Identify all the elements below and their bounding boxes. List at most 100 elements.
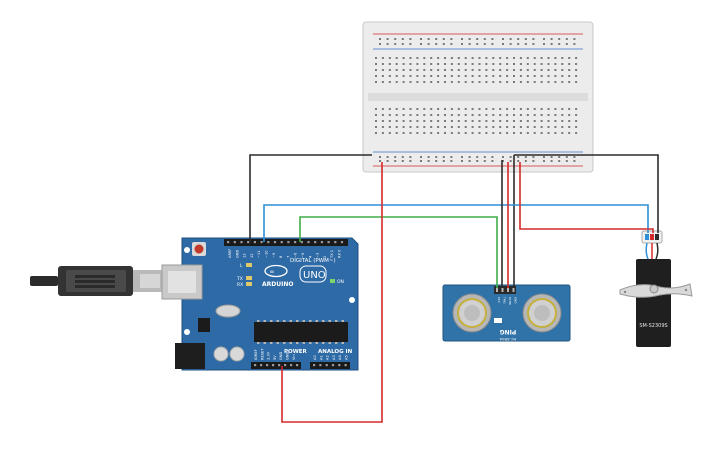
rail-hole[interactable] xyxy=(409,38,412,40)
rail-hole[interactable] xyxy=(565,43,568,45)
rail-hole[interactable] xyxy=(491,43,494,45)
rail-hole[interactable] xyxy=(524,156,527,158)
breadboard-hole[interactable] xyxy=(492,114,495,116)
breadboard-hole[interactable] xyxy=(540,126,543,128)
breadboard-hole[interactable] xyxy=(568,108,571,110)
breadboard-hole[interactable] xyxy=(437,69,440,71)
rail-hole[interactable] xyxy=(524,160,527,162)
wire-red-5v[interactable] xyxy=(281,162,383,423)
rail-hole[interactable] xyxy=(435,156,438,158)
breadboard-hole[interactable] xyxy=(430,120,433,122)
breadboard-hole[interactable] xyxy=(513,114,515,116)
sensor-pin[interactable] xyxy=(501,288,504,292)
breadboard-hole[interactable] xyxy=(568,132,571,134)
rail-hole[interactable] xyxy=(509,156,512,158)
breadboard-hole[interactable] xyxy=(416,81,419,83)
rail-hole[interactable] xyxy=(435,43,438,45)
breadboard-hole[interactable] xyxy=(395,57,398,59)
breadboard-hole[interactable] xyxy=(464,108,467,110)
breadboard-hole[interactable] xyxy=(464,81,467,83)
rail-hole[interactable] xyxy=(435,38,438,40)
rail-hole[interactable] xyxy=(409,156,412,158)
breadboard-hole[interactable] xyxy=(444,57,446,59)
header-pin[interactable] xyxy=(266,364,269,367)
breadboard-hole[interactable] xyxy=(485,63,488,65)
breadboard-hole[interactable] xyxy=(526,126,529,128)
breadboard-hole[interactable] xyxy=(375,75,377,77)
rail-hole[interactable] xyxy=(573,160,576,162)
breadboard-hole[interactable] xyxy=(526,57,529,59)
breadboard-hole[interactable] xyxy=(388,132,391,134)
breadboard-hole[interactable] xyxy=(499,132,502,134)
rail-hole[interactable] xyxy=(409,160,412,162)
breadboard-hole[interactable] xyxy=(437,81,440,83)
breadboard-hole[interactable] xyxy=(513,63,515,65)
rail-hole[interactable] xyxy=(476,160,479,162)
breadboard-hole[interactable] xyxy=(554,126,557,128)
rail-hole[interactable] xyxy=(394,160,397,162)
breadboard-hole[interactable] xyxy=(547,132,550,134)
header-pin[interactable] xyxy=(284,364,287,367)
breadboard-hole[interactable] xyxy=(492,69,495,71)
breadboard-hole[interactable] xyxy=(519,75,522,77)
breadboard-hole[interactable] xyxy=(471,132,474,134)
breadboard-hole[interactable] xyxy=(513,126,515,128)
rail-hole[interactable] xyxy=(558,38,561,40)
header-pin[interactable] xyxy=(313,364,316,367)
breadboard-hole[interactable] xyxy=(430,75,433,77)
breadboard-hole[interactable] xyxy=(409,63,412,65)
wire-black-servo[interactable] xyxy=(514,154,659,233)
breadboard-hole[interactable] xyxy=(437,126,440,128)
breadboard-hole[interactable] xyxy=(533,81,536,83)
breadboard-hole[interactable] xyxy=(381,69,384,71)
rail-hole[interactable] xyxy=(565,38,568,40)
breadboard-hole[interactable] xyxy=(519,81,522,83)
rail-hole[interactable] xyxy=(483,43,486,45)
header-pin[interactable] xyxy=(338,364,341,367)
breadboard-hole[interactable] xyxy=(402,132,405,134)
breadboard-hole[interactable] xyxy=(423,132,426,134)
rail-hole[interactable] xyxy=(483,156,486,158)
header-pin[interactable] xyxy=(273,241,277,244)
breadboard-hole[interactable] xyxy=(506,132,509,134)
breadboard-hole[interactable] xyxy=(526,69,529,71)
breadboard-hole[interactable] xyxy=(423,126,426,128)
breadboard-hole[interactable] xyxy=(499,108,502,110)
header-pin[interactable] xyxy=(240,241,243,244)
breadboard-hole[interactable] xyxy=(450,63,453,65)
rail-hole[interactable] xyxy=(524,43,527,45)
breadboard-hole[interactable] xyxy=(575,120,578,122)
wire-blue-signal[interactable] xyxy=(263,204,649,242)
breadboard-hole[interactable] xyxy=(402,75,405,77)
header-pin[interactable] xyxy=(314,241,317,244)
breadboard-hole[interactable] xyxy=(554,114,557,116)
breadboard-hole[interactable] xyxy=(381,132,384,134)
breadboard-hole[interactable] xyxy=(554,57,557,59)
breadboard-hole[interactable] xyxy=(485,57,488,59)
rail-hole[interactable] xyxy=(550,156,553,158)
rail-hole[interactable] xyxy=(573,38,576,40)
breadboard-hole[interactable] xyxy=(554,63,557,65)
rail-hole[interactable] xyxy=(502,156,504,158)
breadboard-hole[interactable] xyxy=(519,69,522,71)
breadboard-hole[interactable] xyxy=(575,126,578,128)
breadboard-hole[interactable] xyxy=(526,120,529,122)
breadboard-hole[interactable] xyxy=(561,132,564,134)
breadboard-hole[interactable] xyxy=(375,120,377,122)
breadboard-hole[interactable] xyxy=(485,108,488,110)
breadboard-hole[interactable] xyxy=(506,120,509,122)
rail-hole[interactable] xyxy=(427,156,430,158)
rail-hole[interactable] xyxy=(509,43,512,45)
header-pin[interactable] xyxy=(319,364,322,367)
breadboard-hole[interactable] xyxy=(423,63,426,65)
rail-hole[interactable] xyxy=(386,156,389,158)
breadboard-hole[interactable] xyxy=(437,75,440,77)
breadboard-hole[interactable] xyxy=(492,120,495,122)
breadboard-hole[interactable] xyxy=(547,75,550,77)
breadboard-hole[interactable] xyxy=(450,81,453,83)
breadboard-hole[interactable] xyxy=(506,126,509,128)
breadboard-hole[interactable] xyxy=(375,57,377,59)
breadboard-hole[interactable] xyxy=(575,81,578,83)
breadboard-hole[interactable] xyxy=(402,120,405,122)
breadboard-hole[interactable] xyxy=(444,120,446,122)
